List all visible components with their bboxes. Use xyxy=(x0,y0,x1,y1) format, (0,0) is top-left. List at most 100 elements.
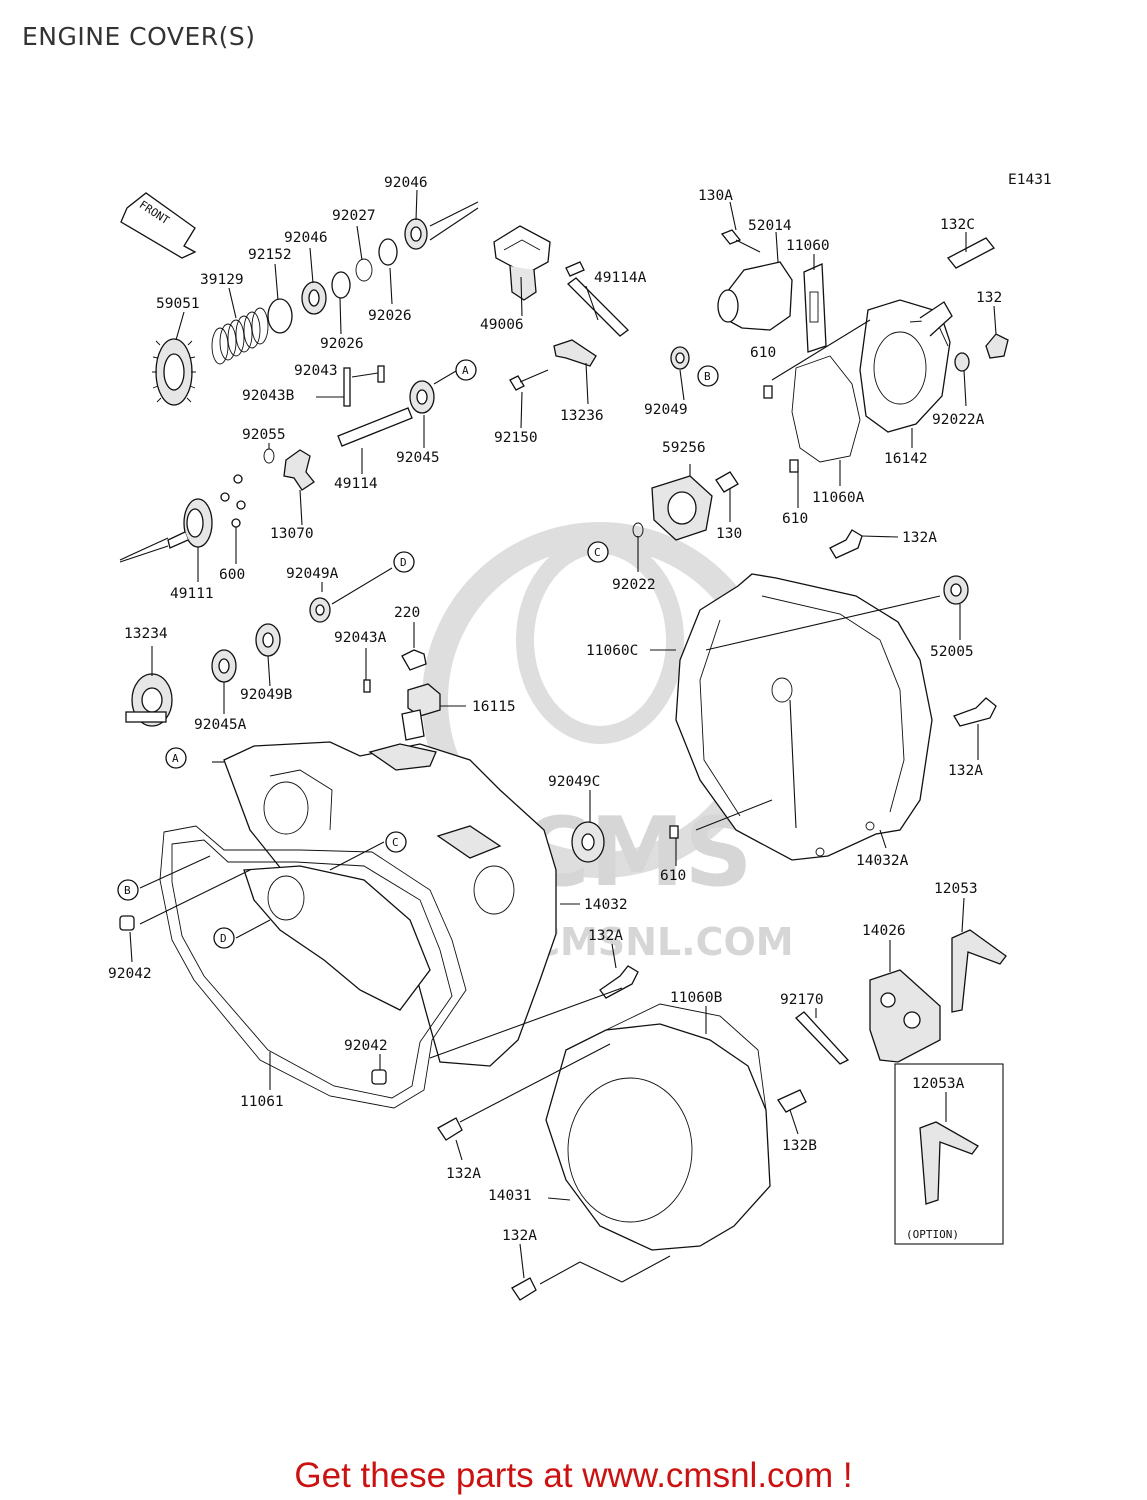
bracket-14026 xyxy=(869,969,941,1063)
part-label-p49111: 49111 xyxy=(170,586,214,602)
part-label-p92022: 92022 xyxy=(612,577,656,593)
part-label-p130: 130 xyxy=(716,526,742,542)
dowel-610-b xyxy=(789,459,799,473)
part-label-p11060: 11060 xyxy=(786,238,830,254)
ref-circle-c-top xyxy=(587,541,609,563)
watermark-face xyxy=(516,536,684,744)
clutch-cover-14032a xyxy=(675,573,933,861)
part-label-p132a1: 132A xyxy=(902,530,937,546)
option-box: (OPTION) xyxy=(894,1063,1004,1245)
ref-circle-a-top xyxy=(697,365,719,387)
part-label-p12053: 12053 xyxy=(934,881,978,897)
dowel-92042-b xyxy=(371,1069,387,1085)
part-label-p92049a: 92049A xyxy=(286,566,339,582)
part-label-p39129: 39129 xyxy=(200,272,244,288)
generator-cover-14031 xyxy=(545,1003,771,1251)
dowel-92042-a xyxy=(119,915,135,931)
gasket-11061 xyxy=(159,825,467,1109)
bearing-92046-top-bore xyxy=(410,226,422,242)
front-direction-arrow: FRONT xyxy=(120,192,197,259)
part-label-p92049b: 92049B xyxy=(240,687,293,703)
part-label-p49114a: 49114A xyxy=(594,270,647,286)
part-label-p92042a: 92042 xyxy=(108,966,152,982)
bolt-92150 xyxy=(509,369,549,391)
part-label-p52014: 52014 xyxy=(748,218,792,234)
part-label-p13070: 13070 xyxy=(270,526,314,542)
part-label-p14031: 14031 xyxy=(488,1188,532,1204)
part-label-p92043a: 92043A xyxy=(334,630,387,646)
oring-92055 xyxy=(263,448,275,464)
pump-impeller-59256 xyxy=(651,471,739,541)
ref-circle-d-top xyxy=(393,551,415,573)
part-label-p132a4: 132A xyxy=(446,1166,481,1182)
part-label-p11060a: 11060A xyxy=(812,490,865,506)
ref-circle-b-top xyxy=(455,359,477,381)
balls-600 xyxy=(220,474,246,528)
option-label: (OPTION) xyxy=(906,1228,959,1241)
washer-92026-a xyxy=(331,271,351,299)
part-label-p13236: 13236 xyxy=(560,408,604,424)
spring-92170 xyxy=(795,1011,850,1065)
part-label-p130a: 130A xyxy=(698,188,733,204)
footer-link[interactable]: Get these parts at www.cmsnl.com ! xyxy=(294,1456,853,1495)
plug-16115 xyxy=(401,683,441,741)
ref-label-c-left: C xyxy=(392,836,399,849)
water-pump-cover-assembly xyxy=(717,229,1009,473)
part-label-p132a5: 132A xyxy=(502,1228,537,1244)
part-label-p92045: 92045 xyxy=(396,450,440,466)
part-label-p92055: 92055 xyxy=(242,427,286,443)
part-labels: 92046 92027 92046 92152 39129 59051 9202… xyxy=(108,175,1002,1244)
part-label-p92027: 92027 xyxy=(332,208,376,224)
part-label-p92170: 92170 xyxy=(780,992,824,1008)
gear-13234 xyxy=(125,673,173,727)
bolt-132b xyxy=(777,1089,807,1113)
part-label-p92046b: 92046 xyxy=(284,230,328,246)
leader-lines xyxy=(129,189,997,1285)
ref-label-d-left: D xyxy=(220,932,227,945)
spring-39129 xyxy=(211,307,269,365)
part-label-p92049c: 92049C xyxy=(548,774,600,790)
part-label-p52005: 52005 xyxy=(930,644,974,660)
bearing-92045-bore xyxy=(416,389,428,405)
part-label-p92043: 92043 xyxy=(294,363,338,379)
ref-circle-d-left xyxy=(213,927,235,949)
ref-label-b-left: B xyxy=(124,884,131,897)
ref-circle-a-left xyxy=(165,747,187,769)
ref-circle-b-left xyxy=(117,879,139,901)
dowel-610-c xyxy=(669,825,679,839)
ref-label-a-left: A xyxy=(172,752,179,765)
ref-label-b-top: A xyxy=(462,364,469,377)
pin-92043a xyxy=(363,679,371,693)
pin-92043 xyxy=(377,365,385,383)
part-label-p92045a: 92045A xyxy=(194,717,247,733)
part-label-p92046a: 92046 xyxy=(384,175,428,191)
part-label-p610a: 610 xyxy=(750,345,776,361)
part-label-p92043b: 92043B xyxy=(242,388,295,404)
impeller-13070 xyxy=(283,449,315,491)
bolt-220 xyxy=(401,649,427,671)
ref-label-d-top: D xyxy=(400,556,407,569)
collar-92152 xyxy=(267,298,293,334)
ref-circle-c-left xyxy=(385,831,407,853)
bearing-92046-bore xyxy=(308,289,320,307)
part-label-p220: 220 xyxy=(394,605,420,621)
diagram-code: E1431 xyxy=(1008,172,1052,188)
part-label-p49006: 49006 xyxy=(480,317,524,333)
part-label-p132: 132 xyxy=(976,290,1002,306)
gear-59051 xyxy=(152,338,196,406)
part-label-p132b: 132B xyxy=(782,1138,817,1154)
shaft-49114a xyxy=(565,261,629,337)
part-label-p132a3: 132A xyxy=(588,928,623,944)
part-label-p600: 600 xyxy=(219,567,245,583)
kickstart-gear-cluster xyxy=(152,201,479,406)
part-label-p12053a: 12053A xyxy=(912,1076,965,1092)
dowel-610-a xyxy=(763,385,773,399)
part-label-p92152: 92152 xyxy=(248,247,292,263)
part-label-p14032a: 14032A xyxy=(856,853,909,869)
watermark-logo: CMS xyxy=(520,798,753,908)
part-label-p59256: 59256 xyxy=(662,440,706,456)
pin-92043b xyxy=(343,367,351,407)
part-label-p16115: 16115 xyxy=(472,699,516,715)
bolt-132a-gen-bottom xyxy=(511,1277,537,1301)
page-title: ENGINE COVER(S) xyxy=(22,22,256,51)
